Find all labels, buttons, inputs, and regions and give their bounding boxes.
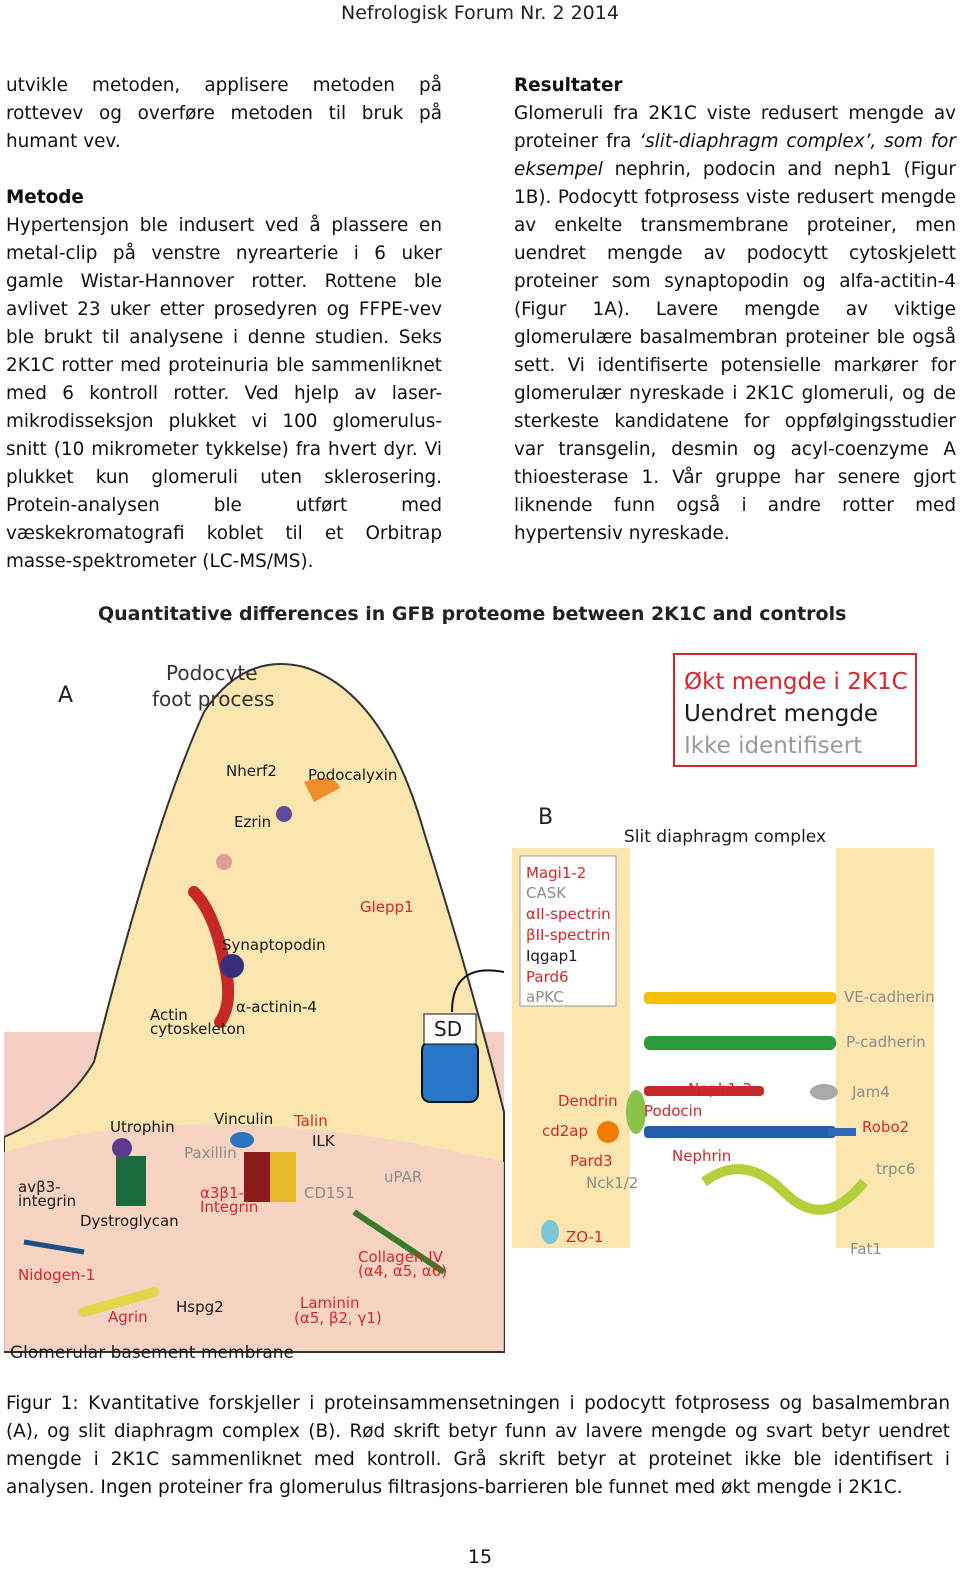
- panel-a-label: A: [58, 683, 73, 708]
- label-a3b1-2: Integrin: [200, 1198, 258, 1216]
- method-heading: Metode: [6, 187, 84, 208]
- label-ezrin: Ezrin: [234, 813, 271, 831]
- right-column: Resultater Glomeruli fra 2K1C viste redu…: [514, 72, 956, 548]
- label-nck: Nck1/2: [586, 1174, 638, 1192]
- panel-b-right-cell: [836, 848, 934, 1248]
- running-header: Nefrologisk Forum Nr. 2 2014: [341, 2, 619, 24]
- figure-diagram: Quantitative differences in GFB proteome…: [4, 603, 935, 1363]
- label-upar: uPAR: [384, 1168, 422, 1186]
- label-aii-spectrin: αII-spectrin: [526, 905, 611, 923]
- legend-box: [673, 653, 917, 767]
- slit-diaphragm-title: Slit diaphragm complex: [624, 827, 826, 847]
- label-trpc6: trpc6: [876, 1160, 915, 1178]
- panel-b-list-box: [519, 855, 617, 1007]
- label-collagen-2: (α4, α5, α6): [358, 1262, 447, 1280]
- label-cd151: CD151: [304, 1184, 355, 1202]
- label-magi: Magi1-2: [526, 864, 586, 882]
- label-robo2: Robo2: [862, 1118, 909, 1136]
- fat1-chain: [701, 1164, 868, 1215]
- collagen-shape: [352, 1209, 446, 1275]
- results-paragraph: Glomeruli fra 2K1C viste redusert mengde…: [514, 103, 956, 544]
- label-paxillin: Paxillin: [184, 1144, 237, 1162]
- sd-label-box: [423, 1013, 477, 1045]
- legend-unchanged: Uendret mengde: [684, 701, 878, 727]
- integrin-second-shape: [270, 1152, 296, 1202]
- figure-caption: Figur 1: Kvantitative forskjeller i prot…: [6, 1393, 950, 1498]
- results-heading: Resultater: [514, 75, 623, 96]
- label-cd2ap: cd2ap: [542, 1122, 588, 1140]
- label-avb3-2: integrin: [18, 1192, 76, 1210]
- robo2-shape: [828, 1128, 856, 1136]
- synaptopodin-shape: [220, 954, 244, 978]
- sd-box: [421, 1041, 479, 1103]
- label-bii-spectrin: βII-spectrin: [526, 926, 610, 944]
- label-pard3: Pard3: [570, 1152, 613, 1170]
- label-vinculin: Vinculin: [214, 1110, 273, 1128]
- label-avb3-1: avβ3-: [18, 1178, 61, 1196]
- neph1-chain: [644, 1086, 764, 1096]
- label-a3b1-1: α3β1-: [200, 1184, 244, 1202]
- label-collagen-1: Collagen IV: [358, 1248, 444, 1266]
- podocalyxin-shape: [304, 778, 340, 802]
- label-utrophin: Utrophin: [110, 1118, 175, 1136]
- label-dystroglycan: Dystroglycan: [80, 1212, 179, 1230]
- label-actinin: α-actinin-4: [236, 998, 317, 1016]
- method-paragraph: Hypertensjon ble indusert ved å plassere…: [6, 215, 442, 572]
- label-jam4: Jam4: [851, 1083, 890, 1101]
- a3b1-integrin-shape: [244, 1152, 270, 1202]
- label-ve-cadherin: VE-cadherin: [844, 988, 935, 1006]
- label-talin: Talin: [293, 1112, 328, 1130]
- label-actin-1: Actin: [150, 1006, 188, 1024]
- label-dendrin: Dendrin: [558, 1092, 618, 1110]
- paxillin-shape: [230, 1132, 254, 1148]
- label-apkc: aPKC: [526, 988, 564, 1006]
- label-hspg2: Hspg2: [176, 1298, 224, 1316]
- label-fat1: Fat1: [850, 1240, 882, 1258]
- label-p-cadherin: P-cadherin: [846, 1033, 926, 1051]
- label-nephrin: Nephrin: [672, 1147, 731, 1165]
- zo1-shape: [541, 1220, 559, 1244]
- dystroglycan-shape: [116, 1156, 146, 1206]
- cd2ap-shape: [597, 1121, 619, 1143]
- left-column: utvikle metoden, applisere metoden på ro…: [6, 72, 442, 576]
- page-number: 15: [467, 1546, 493, 1568]
- ezrin-shape: [276, 806, 292, 822]
- ve-cadherin-chain: [644, 992, 836, 1004]
- nherf2-shape: [216, 854, 232, 870]
- figure-title: Quantitative differences in GFB proteome…: [98, 603, 846, 625]
- label-neph13: Neph1-3: [688, 1080, 752, 1098]
- sd-arrow: [451, 969, 505, 1013]
- nidogen-shape: [23, 1239, 85, 1255]
- label-laminin-2: (α5, β2, γ1): [294, 1309, 382, 1327]
- intro-paragraph: utvikle metoden, applisere metoden på ro…: [6, 75, 442, 152]
- label-zo1: ZO-1: [566, 1228, 603, 1246]
- utrophin-shape: [112, 1138, 132, 1158]
- label-ilk: ILK: [312, 1132, 336, 1150]
- label-actin-2: cytoskeleton: [150, 1020, 245, 1038]
- p-cadherin-chain: [644, 1036, 836, 1050]
- label-nherf2: Nherf2: [226, 762, 277, 780]
- legend-increased: Økt mengde i 2K1C: [684, 669, 908, 695]
- panel-b-label: B: [538, 805, 553, 830]
- podocyte-label-line2: foot process: [152, 687, 275, 711]
- label-synaptopodin: Synaptopodin: [222, 936, 326, 954]
- nephrin-chain: [644, 1126, 836, 1138]
- label-podocin: Podocin: [644, 1102, 702, 1120]
- label-glepp1: Glepp1: [360, 898, 414, 916]
- label-nidogen: Nidogen-1: [18, 1266, 95, 1284]
- sd-label: SD: [434, 1017, 462, 1041]
- label-laminin-1: Laminin: [300, 1294, 360, 1312]
- label-iqgap: Iqgap1: [526, 947, 578, 965]
- label-podocalyxin: Podocalyxin: [308, 766, 397, 784]
- legend-not-identified: Ikke identifisert: [684, 733, 862, 759]
- label-agrin: Agrin: [108, 1308, 148, 1326]
- gbm-label: Glomerular basement membrane: [10, 1343, 294, 1363]
- agrin-shape: [79, 1287, 159, 1317]
- label-cask: CASK: [526, 884, 567, 902]
- figure-1: Quantitative differences in GFB proteome…: [4, 592, 956, 1382]
- podocyte-label-line1: Podocyte: [166, 661, 258, 685]
- label-pard6: Pard6: [526, 968, 569, 986]
- jam4-shape: [810, 1084, 838, 1100]
- podocin-shape: [626, 1090, 646, 1134]
